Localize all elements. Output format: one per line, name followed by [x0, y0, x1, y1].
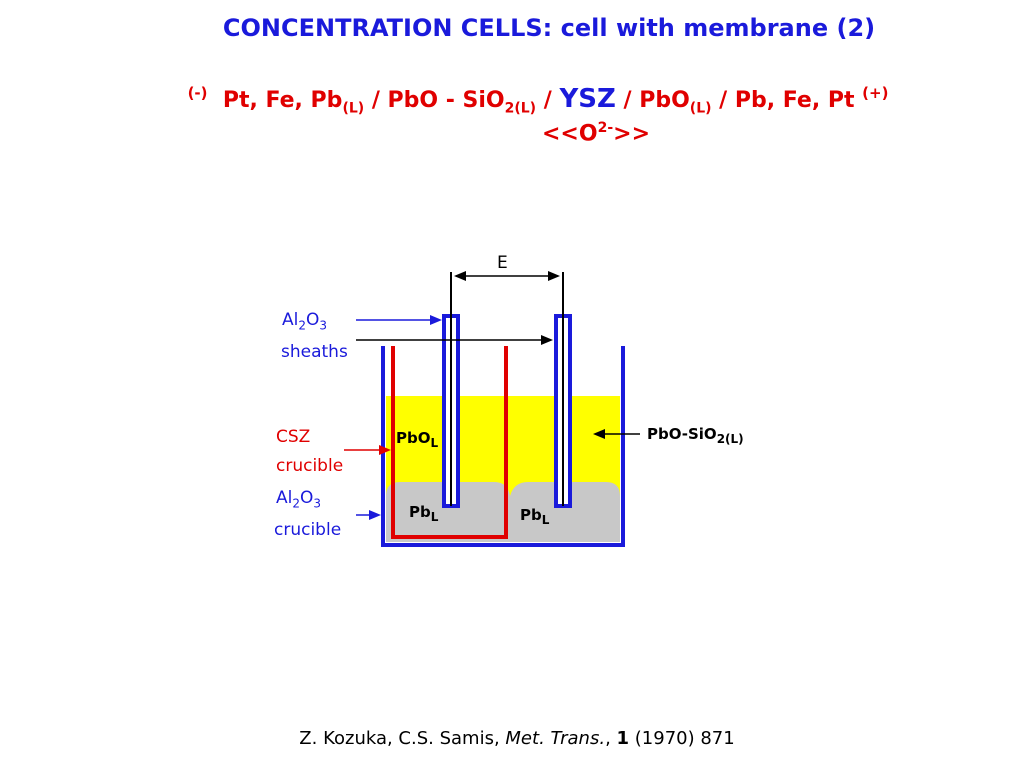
reference: Z. Kozuka, C.S. Samis, Met. Trans., 1 (1…	[0, 728, 1024, 749]
voltage-arrow-left-head	[454, 271, 466, 281]
separator: /	[536, 88, 560, 113]
pb-right-label: PbL	[520, 506, 550, 527]
reference-journal: Met. Trans.	[505, 728, 606, 749]
cell-notation: (-) Pt, Fe, Pb(L) / PbO - SiO2(L) / YSZ …	[0, 84, 1024, 116]
sheath-arrow-1-head	[430, 315, 442, 325]
ion-suffix: >>	[613, 121, 651, 147]
left-electrode-sub: (L)	[342, 100, 365, 117]
reference-authors: Z. Kozuka, C.S. Samis,	[299, 728, 506, 749]
pbo-phase: / PbO	[615, 88, 690, 113]
sheath-arrow-2-head	[541, 335, 553, 345]
reference-volume: 1	[616, 728, 630, 749]
csz-label: CSZ	[276, 427, 311, 447]
ion-prefix: <<O	[542, 121, 598, 147]
page-title: CONCENTRATION CELLS: cell with membrane …	[222, 14, 876, 42]
slag-arrow-head	[593, 429, 605, 439]
negative-polarity: (-)	[187, 84, 208, 102]
csz-crucible-wall	[391, 346, 508, 539]
csz-arrow-head	[379, 445, 391, 455]
reference-year-page: (1970) 871	[629, 728, 735, 749]
sheaths-label: sheaths	[281, 342, 348, 362]
voltage-arrow-right-head	[548, 271, 560, 281]
reference-comma: ,	[605, 728, 617, 749]
al2o3-crucible-label: Al2O3	[276, 488, 322, 511]
pbo-left-label: PbOL	[396, 429, 439, 450]
left-electrode: Pt, Fe, Pb	[222, 88, 343, 113]
positive-polarity: (+)	[862, 84, 889, 102]
voltage-label: E	[497, 253, 508, 273]
slag-phase: / PbO - SiO	[364, 88, 505, 113]
right-electrode: / Pb, Fe, Pt	[711, 88, 863, 113]
oxygen-ion-notation: <<O2->>	[542, 120, 650, 146]
csz-crucible-label: crucible	[276, 456, 344, 476]
al2o3-crucible-wall	[381, 346, 625, 547]
pbo-sio2-label: PbO-SiO2(L)	[647, 425, 744, 446]
crucible-label: crucible	[274, 520, 342, 540]
crucible-arrow-head	[369, 510, 381, 520]
al2o3-sheaths-label: Al2O3	[282, 310, 328, 333]
ysz-membrane: YSZ	[559, 84, 616, 114]
slag-phase-sub: 2(L)	[504, 100, 537, 117]
ion-charge: 2-	[597, 120, 614, 136]
pbo-phase-sub: (L)	[689, 100, 712, 117]
pb-left-label: PbL	[409, 503, 439, 524]
